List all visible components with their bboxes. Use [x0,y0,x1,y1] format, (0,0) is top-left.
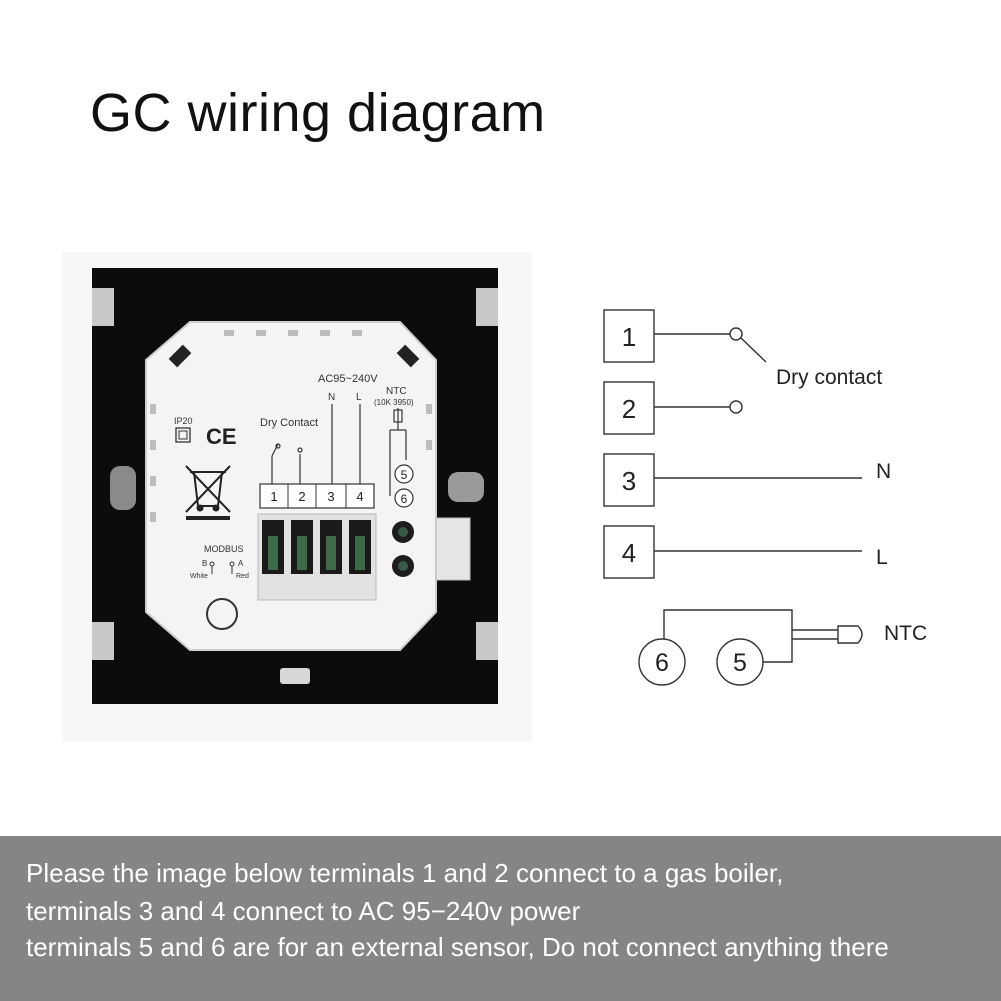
modbus-label: MODBUS [204,544,244,554]
dry-contact-label: Dry Contact [260,417,318,429]
mounting-clip [476,288,498,326]
modbus-a-label: A [238,559,244,568]
ip-rating-label: IP20 [174,416,193,426]
modbus-b-label: B [202,559,207,568]
device-schematic-lines [271,404,407,496]
device-sensor-terminal-6 [394,488,414,508]
schematic-sensor-terminal-5 [716,638,764,686]
dry-contact-switch [740,337,767,363]
cable-entry-hole [206,598,238,630]
vent-dots [150,330,432,522]
schematic-terminal-number: 3 [622,466,636,496]
sensor-screw [398,561,408,571]
sensor-screw [398,527,408,537]
device-terminal-number: 2 [298,489,305,504]
device-terminal-number: 3 [327,489,334,504]
wiring-diagram: IP20 CE Dry Contact AC95~240V N L NTC (1… [92,268,927,704]
l-label: L [356,392,362,403]
cable-guide [435,517,471,581]
device-sensor-terminal-5 [394,464,414,484]
ntc-label: NTC [386,386,407,397]
ntc-label: NTC [884,622,927,645]
page-title: GC wiring diagram [90,83,546,143]
schematic-terminal-number: 2 [622,394,636,424]
instructions-banner: Please the image below terminals 1 and 2… [0,836,1001,1001]
corner-slot [396,344,420,368]
instruction-line-3: terminals 5 and 6 are for an external se… [26,932,889,962]
device-terminal-number: 1 [270,489,277,504]
bottom-tab [280,668,310,684]
ntc-spec-label: (10K 3950) [374,398,414,407]
schematic-terminal-1 [603,309,655,363]
schematic-sensor-number: 6 [655,649,669,677]
schematic-terminal-4 [603,525,655,579]
thermostat-back-view: IP20 CE Dry Contact AC95~240V N L NTC (1… [92,268,498,704]
double-insulation-icon [175,427,191,443]
schematic-sensor-number: 5 [733,649,747,677]
mounting-clip [92,622,114,660]
schematic-terminal-number: 1 [622,322,636,352]
dry-contact-label: Dry contact [776,366,882,389]
double-insulation-icon [178,430,188,440]
instruction-line-2: terminals 3 and 4 connect to AC 95−240v … [26,896,581,926]
ce-mark: CE [206,424,237,449]
ntc-wire [663,609,793,663]
device-sensor-terminal-number: 6 [401,492,408,506]
terminal-number-strip [259,483,375,509]
screw-terminal-block [257,513,377,601]
weee-bin-icon [185,465,231,513]
n-label: N [328,392,335,403]
ntc-probe-icon [837,625,863,644]
mounting-clip [476,622,498,660]
neutral-label: N [876,460,891,483]
device-terminal-number: 4 [356,489,363,504]
instruction-line-1: Please the image below terminals 1 and 2… [26,858,784,888]
modbus-red-label: Red [236,573,249,580]
schematic-terminal-2 [603,381,655,435]
schematic-terminal-3 [603,453,655,507]
schematic-terminal-number: 4 [622,538,636,568]
corner-slot [168,344,192,368]
wiring-schematic [603,309,863,686]
modbus-white-label: White [190,573,208,580]
contact-point-2 [729,400,743,414]
contact-point-1 [729,327,743,341]
side-latch [110,466,136,510]
side-latch [448,472,484,502]
weee-bar [186,516,230,520]
device-sensor-terminal-number: 5 [401,468,408,482]
ac-voltage-label: AC95~240V [318,373,378,385]
schematic-sensor-terminal-6 [638,638,686,686]
mounting-clip [92,288,114,326]
live-label: L [876,546,888,569]
